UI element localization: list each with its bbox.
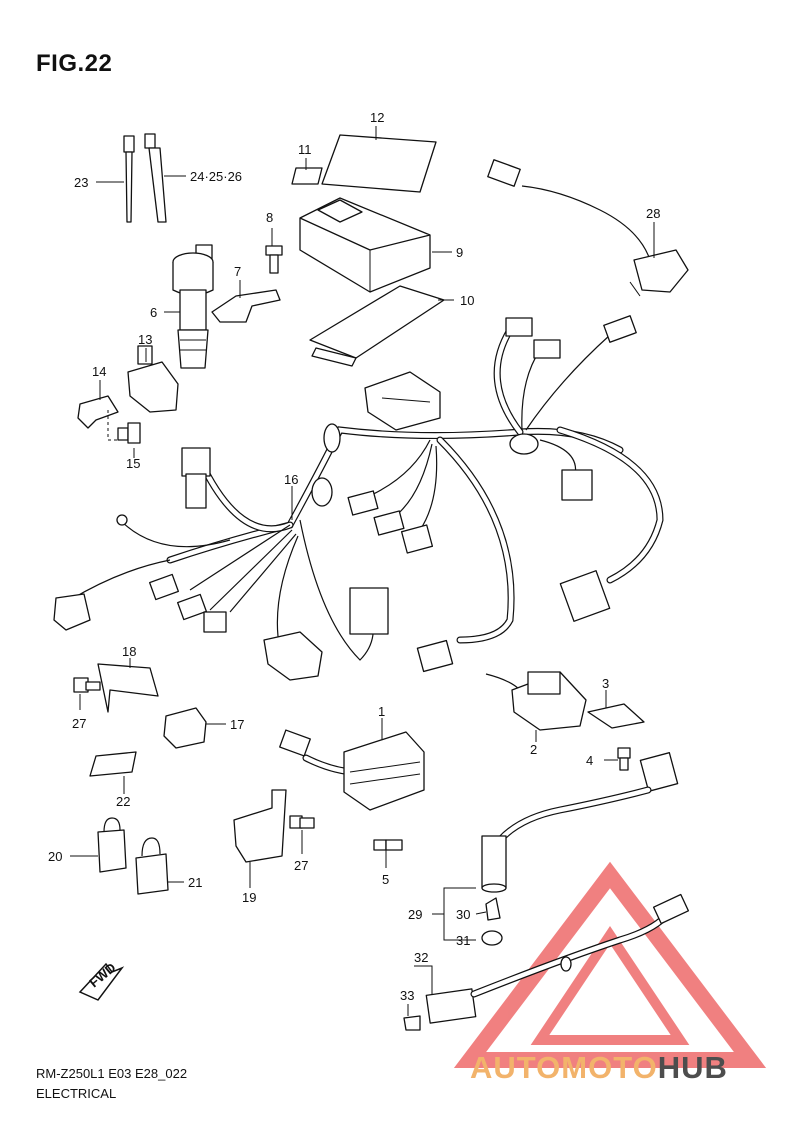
- bolt-part-27-left: [73, 677, 101, 693]
- watermark-word-1: AUTOMOTO: [470, 1050, 658, 1085]
- callout-27-left: 27: [72, 716, 86, 731]
- main-wiring-harness-part-16: [53, 315, 664, 681]
- callout-13: 13: [138, 332, 152, 347]
- callout-16: 16: [284, 472, 298, 487]
- callout-17: 17: [230, 717, 244, 732]
- bolt-part-8: [265, 245, 283, 274]
- callout-2: 2: [530, 742, 537, 757]
- strap-part-10: [309, 285, 445, 367]
- callout-7: 7: [234, 264, 241, 279]
- watermark-logo-triangle: [453, 861, 767, 1068]
- sheet-part-12: [321, 134, 437, 193]
- section-name: ELECTRICAL: [36, 1086, 117, 1101]
- label-part-22: [89, 751, 137, 777]
- sensor-lead-assembly-part-29: [481, 752, 679, 893]
- bolt-part-15: [117, 422, 141, 444]
- callout-3: 3: [602, 676, 609, 691]
- callout-33: 33: [400, 988, 414, 1003]
- callout-numbers: 12 11 8 9 10 23 24·25·26 7 6 13 14 15 16…: [48, 110, 660, 1003]
- callout-27-right: 27: [294, 858, 308, 873]
- callout-10: 10: [460, 293, 474, 308]
- callout-18: 18: [122, 644, 136, 659]
- leader-lines: [70, 126, 655, 1016]
- callout-8: 8: [266, 210, 273, 225]
- callout-12: 12: [370, 110, 384, 125]
- callout-6: 6: [150, 305, 157, 320]
- callout-23: 23: [74, 175, 88, 190]
- clamp-part-14: [77, 395, 119, 429]
- callout-29: 29: [408, 907, 422, 922]
- bracket-part-7: [211, 289, 281, 323]
- relay-part-13: [127, 345, 179, 413]
- sensor-part-28: [487, 159, 689, 297]
- forward-direction-badge: FWD: [78, 960, 125, 1001]
- sub-harness-part-32: [425, 893, 690, 1024]
- ecm-unit-part-9: [299, 197, 431, 293]
- callout-30: 30: [456, 907, 470, 922]
- callout-19: 19: [242, 890, 256, 905]
- callout-21: 21: [188, 875, 202, 890]
- callout-24: 24·25·26: [190, 169, 242, 184]
- model-code: RM-Z250L1 E03 E28_022: [36, 1066, 188, 1081]
- callout-5: 5: [382, 872, 389, 887]
- callout-4: 4: [586, 753, 593, 768]
- plate-part-18: [97, 663, 159, 713]
- bolt-part-27-right: [289, 815, 315, 829]
- cable-tie-part-23: [123, 135, 135, 223]
- bolt-part-4: [617, 747, 631, 771]
- bracket-part-19: [233, 789, 287, 863]
- watermark-word-2: HUB: [657, 1050, 728, 1085]
- callout-14: 14: [92, 364, 106, 379]
- bolt-part-5: [373, 839, 403, 851]
- callout-20: 20: [48, 849, 62, 864]
- watermark-wordmark: AUTOMOTOHUB: [470, 1050, 728, 1086]
- fuse-holder-part-21: [135, 837, 169, 895]
- ignition-coil-part-6: [172, 244, 214, 369]
- bracket-part-3: [587, 703, 645, 729]
- figure-title: FIG.22: [36, 50, 113, 77]
- callout-1: 1: [378, 704, 385, 719]
- callout-9: 9: [456, 245, 463, 260]
- callout-32: 32: [414, 950, 428, 965]
- callout-22: 22: [116, 794, 130, 809]
- callout-31: 31: [456, 933, 470, 948]
- grommet-part-31: [481, 930, 503, 946]
- condenser-part-2: [485, 671, 587, 731]
- pad-part-11: [291, 167, 323, 185]
- relay-box-part-17: [163, 707, 207, 749]
- callout-11: 11: [298, 142, 312, 157]
- regulator-part-1: [279, 729, 425, 811]
- fuse-holder-part-20: [97, 817, 127, 873]
- fuse-part-33: [403, 1015, 421, 1031]
- callout-28: 28: [646, 206, 660, 221]
- cap-part-30: [485, 897, 501, 921]
- cable-tie-part-24: [144, 133, 167, 223]
- callout-15: 15: [126, 456, 140, 471]
